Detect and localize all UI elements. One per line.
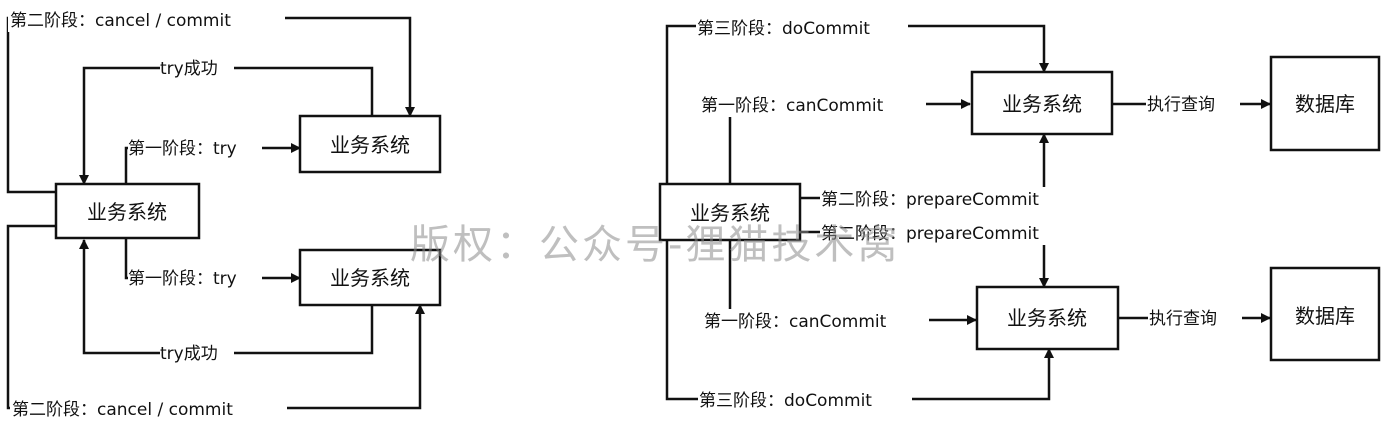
right-database-top-box: 数据库 bbox=[1269, 55, 1381, 152]
label-phase2-bottom: 第二阶段：prepareCommit bbox=[821, 224, 1039, 244]
label-phase2-top: 第二阶段：cancel / commit bbox=[10, 11, 231, 31]
label-exec-query-bottom: 执行查询 bbox=[1149, 309, 1217, 329]
box-label: 业务系统 bbox=[690, 201, 770, 225]
left-participant-bottom-box: 业务系统 bbox=[298, 248, 442, 307]
right-participant-top-box: 业务系统 bbox=[970, 70, 1114, 136]
box-label: 业务系统 bbox=[1002, 92, 1082, 116]
label-phase1-bottom: 第一阶段：try bbox=[128, 269, 237, 289]
right-participant-bottom-box: 业务系统 bbox=[975, 285, 1120, 351]
box-label: 业务系统 bbox=[87, 200, 167, 224]
label-phase3-bottom: 第三阶段：doCommit bbox=[699, 391, 872, 411]
label-exec-query-top: 执行查询 bbox=[1147, 95, 1215, 115]
label-phase3-top: 第三阶段：doCommit bbox=[697, 19, 870, 39]
label-try-success-top: try成功 bbox=[160, 59, 218, 79]
box-label: 业务系统 bbox=[330, 266, 410, 290]
box-label: 数据库 bbox=[1295, 304, 1355, 328]
label-phase1-top: 第一阶段：canCommit bbox=[701, 96, 884, 116]
box-label: 数据库 bbox=[1295, 92, 1355, 116]
right-coordinator-box: 业务系统 bbox=[658, 182, 802, 242]
label-phase1-bottom: 第一阶段：canCommit bbox=[704, 312, 887, 332]
watermark: 版权：公众号-狸猫技术窝 bbox=[410, 222, 900, 268]
label-phase1-top: 第一阶段：try bbox=[128, 139, 237, 159]
label-phase2-top: 第二阶段：prepareCommit bbox=[821, 190, 1039, 210]
edge-phase2-bottom bbox=[6, 224, 425, 410]
label-phase2-bottom: 第二阶段：cancel / commit bbox=[12, 400, 233, 420]
box-label: 业务系统 bbox=[1007, 306, 1087, 330]
left-diagram: 业务系统 业务系统 业务系统 第二阶段：cancel / commit try成… bbox=[6, 8, 442, 421]
left-coordinator-box: 业务系统 bbox=[54, 182, 201, 240]
label-try-success-bottom: try成功 bbox=[160, 344, 218, 364]
right-database-bottom-box: 数据库 bbox=[1269, 266, 1381, 362]
box-label: 业务系统 bbox=[330, 133, 410, 157]
right-diagram: 业务系统 业务系统 业务系统 数据库 数据库 第三阶段：doCommit 第一阶… bbox=[658, 16, 1381, 412]
left-participant-top-box: 业务系统 bbox=[298, 114, 442, 174]
